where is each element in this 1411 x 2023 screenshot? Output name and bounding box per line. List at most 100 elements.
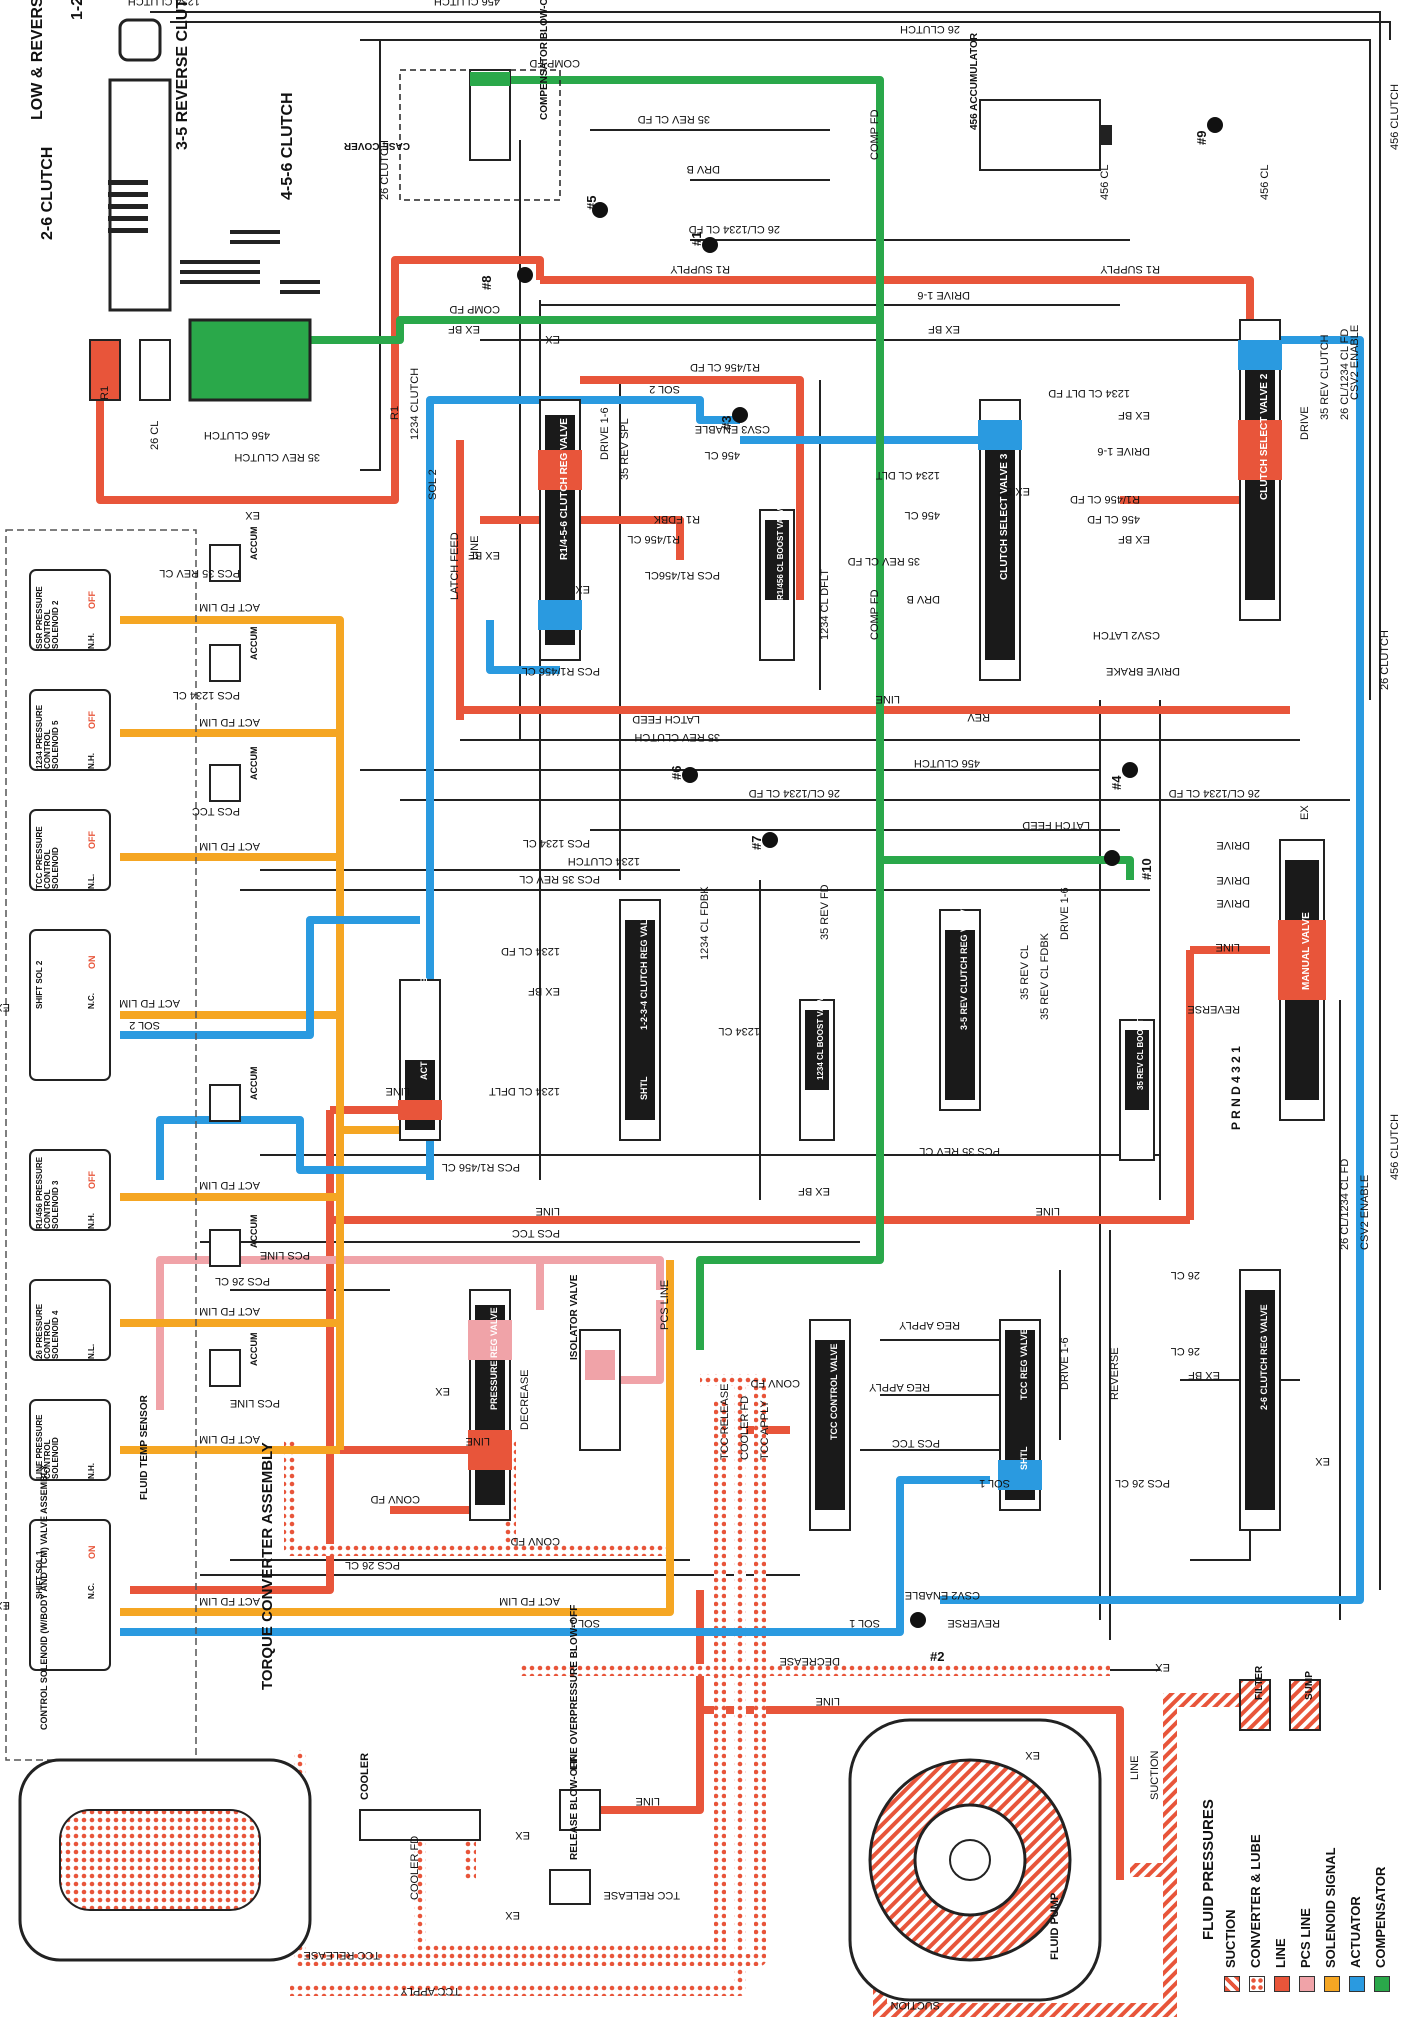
lbl-456-clutch-mid2: 456 CLUTCH xyxy=(913,757,980,769)
solenoid-line-type: N.H. xyxy=(87,1463,96,1479)
lbl-26-cl: 26 CL xyxy=(149,420,161,450)
clutch-26-label: 2-6 CLUTCH xyxy=(39,146,56,240)
lbl-456-clutch-mid: 456 CLUTCH xyxy=(203,429,270,441)
lbl-ex-bf-1234: EX BF xyxy=(528,985,560,997)
lbl-accum-5: ACCUM xyxy=(249,1214,259,1249)
lbl-sol-1-tcc: SOL 1 xyxy=(979,1477,1010,1489)
lbl-ex-manual: EX xyxy=(1299,805,1311,820)
lbl-line-pump: LINE xyxy=(815,1695,840,1707)
lbl-line-act: LINE xyxy=(385,1085,410,1097)
filter-body xyxy=(1239,1679,1271,1731)
lbl-act-fd-lim-5: ACT FD LIM xyxy=(199,1179,260,1191)
lbl-456-cl-vert2: 456 CL xyxy=(1259,164,1271,200)
lbl-1234-reg: 1-2-3-4 CLUTCH REG VALVE xyxy=(639,908,649,1030)
lbl-ex-shift2: EX xyxy=(0,1001,10,1013)
lbl-ex-pump: EX xyxy=(1025,1749,1040,1761)
legend-swatch-line xyxy=(1274,1976,1290,1992)
lbl-conv-fd-2: CONV FD xyxy=(750,1377,801,1389)
lbl-r1-456-cl-fd-2: R1/456 CL FD xyxy=(1070,493,1140,505)
act-feed-limit-valve[interactable] xyxy=(398,979,442,1141)
legend-label-line: LINE xyxy=(1273,1938,1288,1968)
r1-456-boost-valve[interactable] xyxy=(759,509,795,661)
lbl-drive-vert: DRIVE xyxy=(1299,406,1311,440)
lbl-rev-mid: REV xyxy=(967,711,990,723)
lbl-26-clutch-vert-right: 26 CLUTCH xyxy=(1379,630,1391,690)
ball-check-balls xyxy=(517,117,1223,1628)
clutch-26-piston xyxy=(89,339,121,401)
control-solenoid-boundary xyxy=(5,529,197,1761)
lbl-line-mid: LINE xyxy=(875,693,900,705)
legend-label-suction: SUCTION xyxy=(1223,1909,1238,1969)
pressure-reg-valve[interactable] xyxy=(468,1289,512,1521)
actuator-circuits xyxy=(120,336,1364,1636)
circuit-r1456-solenoid xyxy=(156,1116,430,1180)
lbl-drive-1-6-csv: DRIVE 1-6 xyxy=(1097,445,1150,457)
lbl-sump: SUMP xyxy=(1304,1671,1315,1700)
compensator-blowoff-top xyxy=(470,72,510,86)
r1-456-reg-valve[interactable] xyxy=(538,399,582,661)
lbl-ball-6: #6 xyxy=(669,765,684,780)
circuit-line-pump xyxy=(700,1706,1124,1880)
legend-swatch-pcs_line xyxy=(1299,1976,1315,1992)
lbl-1234-cl-dlt-fd: 1234 CL DLT FD xyxy=(1048,387,1130,399)
lbl-pcs-tcc-2: PCS TCC xyxy=(891,1437,940,1449)
lbl-pcs-1234-left: PCS 1234 CL xyxy=(172,689,240,701)
1234-clutch-reg-valve[interactable] xyxy=(619,899,661,1141)
lbl-tcc-control: TCC CONTROL VALVE xyxy=(829,1343,839,1441)
lbl-sol-2-top: SOL 2 xyxy=(649,383,680,395)
lbl-accum-3: ACCUM xyxy=(249,746,259,781)
lbl-r1-456-cl-fd: R1/456 CL FD xyxy=(690,361,760,373)
2-6-clutch-reg-valve[interactable] xyxy=(1239,1269,1281,1531)
lbl-act-feed: ACT FEED LIMIT VALVE xyxy=(419,977,429,1080)
lbl-comp-fd-vert2: COMP FD xyxy=(869,589,881,640)
lbl-act-fd-lim-8: ACT FD LIM xyxy=(199,1595,260,1607)
1234-cl-boost-valve[interactable] xyxy=(799,999,835,1141)
lbl-reverse-manual: REVERSE xyxy=(1187,1003,1240,1015)
lbl-tcc-release-conv: TCC RELEASE xyxy=(303,1949,380,1961)
lbl-release-blowoff: RELEASE BLOW-OFF xyxy=(569,1756,580,1860)
tcc-control-valve[interactable] xyxy=(809,1319,851,1531)
35-rev-cl-boost-valve[interactable] xyxy=(1119,1019,1155,1161)
lbl-35-reg: 3-5 REV CLUTCH REG VALVE xyxy=(959,903,969,1030)
lbl-filter: FILTER xyxy=(1254,1665,1265,1700)
solenoid-s26-type: N.L. xyxy=(87,1343,96,1359)
clutch-assembly xyxy=(89,18,320,402)
legend-title: FLUID PRESSURES xyxy=(1200,1799,1217,1940)
lbl-pressure-reg: PRESSURE REG VALVE xyxy=(489,1307,499,1410)
lbl-26-cl-2: 26 CL xyxy=(1170,1269,1200,1281)
lbl-conv-fd-3: CONV FD xyxy=(510,1535,561,1547)
solenoid-s1234-state: OFF xyxy=(87,711,97,729)
lbl-fluid-temp: FLUID TEMP SENSOR xyxy=(139,1395,150,1500)
lbl-35-rev-clutch: 35 REV CLUTCH xyxy=(234,451,320,463)
isolator-valve[interactable] xyxy=(579,1329,621,1451)
lbl-456-cl-vert: 456 CL xyxy=(1099,164,1111,200)
lbl-latch-feed-mid2: LATCH FEED xyxy=(1022,819,1090,831)
lbl-456-clutch-vert-low: 456 CLUTCH xyxy=(1389,1113,1401,1180)
clutch-select-valve-3[interactable] xyxy=(978,399,1022,681)
lbl-shtl-2: SHTL xyxy=(1019,1446,1029,1471)
lbl-act-fd-lim-3: ACT FD LIM xyxy=(199,840,260,852)
lbl-r1-supply: R1 SUPPLY xyxy=(670,263,730,275)
circuit-sol-1 xyxy=(120,1476,990,1636)
lbl-drive-3: DRIVE xyxy=(1216,897,1250,909)
tcc-reg-valve[interactable] xyxy=(998,1319,1042,1511)
lbl-pcs-35-rev: PCS 35 REV CL xyxy=(519,873,600,885)
solenoid-tcc-name: TCC PRESSURE CONTROL SOLENOID xyxy=(35,826,60,889)
lbl-range-letters: P R N D 4 3 2 1 xyxy=(1229,1046,1243,1130)
lbl-ex-blowoff: EX xyxy=(515,1829,530,1841)
lbl-drive-1-6-low: DRIVE 1-6 xyxy=(1059,1337,1071,1390)
lbl-26-clutch-top: 26 CLUTCH xyxy=(900,23,960,35)
lbl-tcc-reg: TCC REG VALVE xyxy=(1019,1328,1029,1400)
lbl-26cl-1234-mid2: 26 CL/1234 CL FD xyxy=(1168,787,1260,799)
35-rev-clutch-reg-valve[interactable] xyxy=(939,909,981,1111)
lbl-1234-cl-dlt: 1234 CL DLT xyxy=(875,469,940,481)
clutch-select-valve-2[interactable] xyxy=(1238,319,1282,621)
lbl-1234-cl-dflt: 1234 CL DFLT xyxy=(489,1085,560,1097)
lbl-latch-feed-vert: LATCH FEED xyxy=(449,532,461,600)
passage-456-clutch xyxy=(170,21,1391,40)
solenoid-ssr-state: OFF xyxy=(87,591,97,609)
lbl-ex-bf-top2: EX BF xyxy=(928,323,960,335)
circuit-pcs-r1-456 xyxy=(486,620,560,674)
manual-valve[interactable] xyxy=(1278,839,1326,1121)
